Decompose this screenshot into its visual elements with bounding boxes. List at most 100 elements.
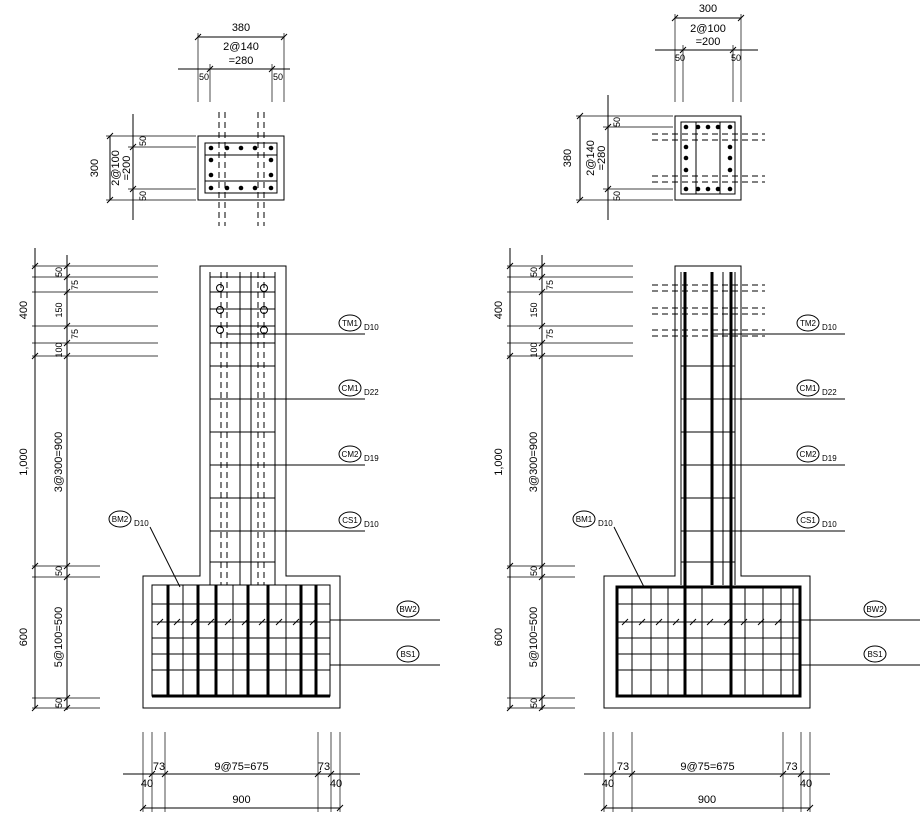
bs1-tag: BS1 [867,650,883,659]
rebar-dot [208,185,214,191]
dim-label: 50 [529,566,539,576]
cm2-dia: D19 [822,454,837,463]
column-section-outline [674,115,742,201]
cm2-tag-circle [796,445,820,463]
edge-dim-label: 50 [612,117,622,127]
rebar-circle [260,306,268,314]
section-spacing-label: 2@100 [690,23,726,35]
rebar-dot [683,167,689,173]
dim-label: 5@100=500 [528,607,540,667]
dim-label: 73 [617,761,629,773]
dim-label: 150 [54,302,64,317]
dim-label: 50 [529,698,539,708]
dim-label: 50 [529,267,539,277]
rebar-dot [695,186,701,192]
dim-tick [156,618,164,626]
concrete-outline [603,265,811,709]
rebar-dot [727,155,733,161]
rebar-dot [715,186,721,192]
section-width-label: 300 [699,3,717,15]
cm1-dia: D22 [822,388,837,397]
section-height-label: 300 [89,159,101,177]
dim-label: 150 [529,302,539,317]
section-total-label: =200 [696,36,721,48]
cs1-tag-circle [338,511,362,529]
dim-tick [655,618,663,626]
rebar-dot [208,157,214,163]
dim-tick [797,770,805,778]
dim-label: 40 [800,778,812,790]
rebar-dot [683,144,689,150]
dim-label: 3@300=900 [528,432,540,492]
tm-tag-circle [796,314,820,332]
dim-label: 900 [232,794,250,806]
bm-tag: BM2 [112,515,129,524]
rebar-dot [727,124,733,130]
bm-dia: D10 [134,519,149,528]
rebar-circle [216,326,224,334]
dim-label: 9@75=675 [214,761,268,773]
concrete-outline [142,265,341,709]
rebar-dot [683,186,689,192]
dim-tick [757,618,765,626]
dim-tick [161,770,169,778]
rebar-dot [238,145,244,151]
dim-tick [309,618,317,626]
dim-label: 9@75=675 [680,761,734,773]
cm1-dia: D22 [364,388,379,397]
dim-tick [292,618,300,626]
bw2-tag-circle [396,600,420,618]
dim-label: 900 [698,794,716,806]
cm2-tag: CM2 [800,450,817,459]
dim-tick [224,618,232,626]
rebar-dot [268,185,274,191]
dim-label: 50 [54,267,64,277]
cm1-tag: CM1 [800,384,817,393]
line [149,526,181,588]
cm1-tag: CM1 [342,384,359,393]
cm2-tag: CM2 [342,450,359,459]
dim-label: 40 [602,778,614,790]
section-height-label: 380 [562,149,574,167]
dim-tick [706,618,714,626]
rebar-dot [224,185,230,191]
bm-tag-circle [572,510,596,528]
dim-tick [638,618,646,626]
dim-tick [190,618,198,626]
dim-600-label: 600 [493,628,505,646]
bm-tag: BM1 [576,515,593,524]
dim-tick [173,618,181,626]
dim-400-label: 400 [18,301,30,319]
dim-600-label: 600 [18,628,30,646]
bw2-tag-circle [863,600,887,618]
dim-tick [740,618,748,626]
cs1-tag-circle [796,511,820,529]
dim-label: 40 [141,778,153,790]
dim-tick [336,804,344,812]
bs1-tag: BS1 [400,650,416,659]
bm-dia: D10 [598,519,613,528]
dim-tick [628,770,636,778]
edge-dim-label: 50 [731,53,741,63]
cm2-dia: D19 [364,454,379,463]
dim-tick [689,618,697,626]
rebar-circle [216,284,224,292]
bs1-tag-circle [396,645,420,663]
rebar-dot [715,124,721,130]
rebar-dot [705,124,711,130]
dim-label: 75 [545,280,555,290]
cs1-dia: D10 [822,520,837,529]
dim-label: 50 [54,698,64,708]
section-spacing-label: 2@100 [110,150,122,186]
rebar-circle [260,284,268,292]
rebar-dot [705,186,711,192]
rebar-dot [695,124,701,130]
bs1-tag-circle [863,645,887,663]
dim-label: 73 [318,761,330,773]
section-total-label: =200 [121,156,133,181]
bm-tag-circle [108,510,132,528]
edge-dim-label: 50 [138,191,148,201]
tm-tag: TM2 [800,319,817,328]
dim-tick [609,770,617,778]
line [613,526,645,588]
